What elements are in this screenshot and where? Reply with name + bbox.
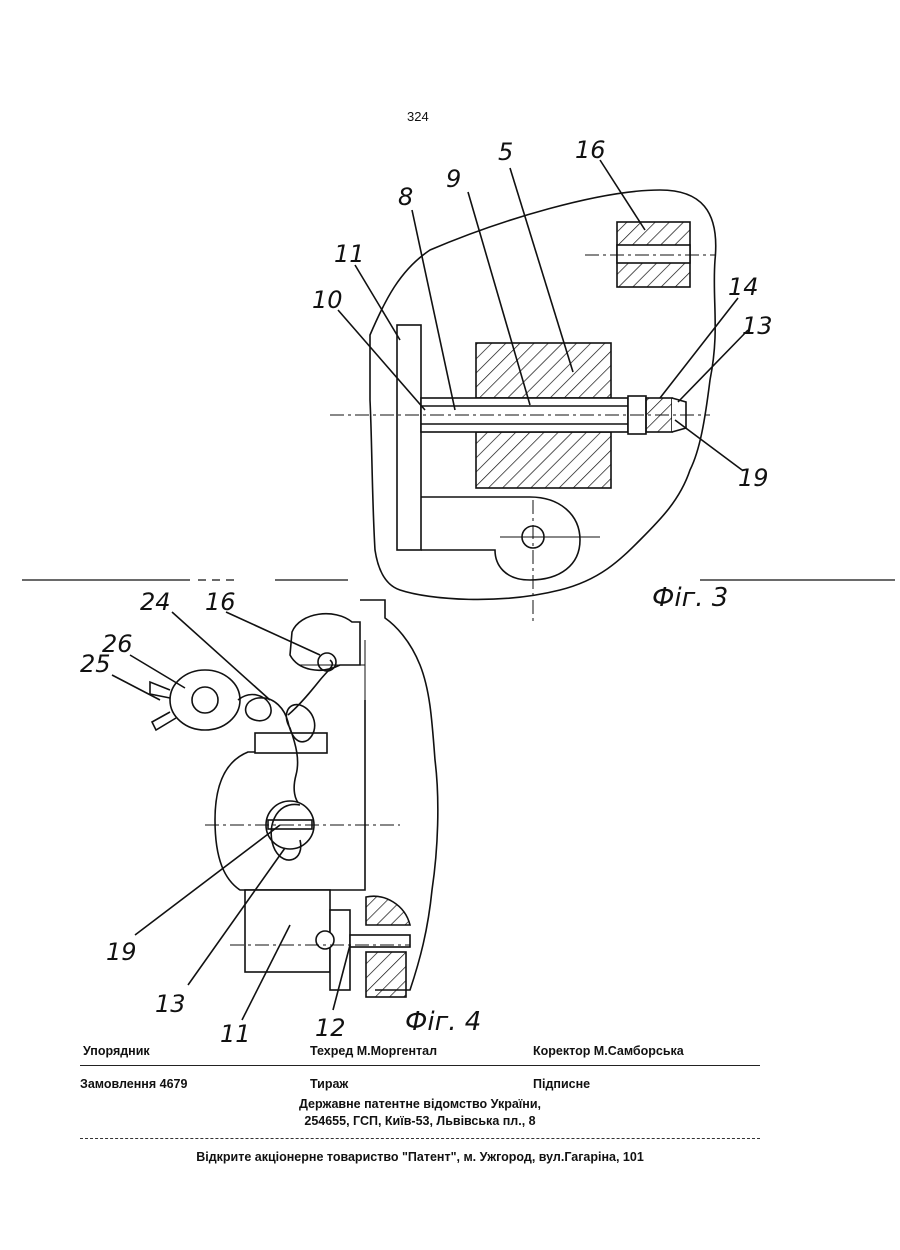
label-11: 11	[220, 1020, 251, 1048]
corrector: Коректор М.Самборська	[533, 1044, 684, 1058]
fig4-eye-26	[170, 670, 240, 730]
label-8: 8	[398, 183, 413, 211]
label-13: 13	[742, 312, 773, 340]
page-number: 324	[407, 109, 429, 124]
label-14: 14	[728, 273, 759, 301]
techred: Техред М.Моргентал	[310, 1044, 437, 1058]
label-11: 11	[334, 240, 365, 268]
patent-office: Державне патентне відомство України,	[80, 1097, 760, 1111]
label-19: 19	[106, 938, 137, 966]
compiler: Упорядник	[83, 1044, 150, 1058]
figure-3	[330, 160, 748, 625]
fig3-block-5-lower	[476, 432, 611, 488]
order-number: Замовлення 4679	[80, 1077, 187, 1091]
fig4-top-tab	[255, 733, 327, 753]
figure-4	[112, 600, 438, 1020]
label-10: 10	[312, 286, 343, 314]
label-5: 5	[498, 138, 513, 166]
fig3-block-5-upper	[476, 343, 611, 398]
label-12: 12	[315, 1014, 346, 1042]
fig4-hatched-section	[366, 896, 410, 925]
rule-2	[80, 1138, 760, 1139]
label-9: 9	[446, 165, 461, 193]
patent-office-address: 254655, ГСП, Київ-53, Львівська пл., 8	[80, 1114, 760, 1128]
label-13: 13	[155, 990, 186, 1018]
label-19: 19	[738, 464, 769, 492]
signed: Підписне	[533, 1077, 590, 1091]
technical-drawing: 324	[0, 0, 900, 1050]
rule-1	[80, 1065, 760, 1066]
label-25: 25	[80, 650, 111, 678]
fig4-caption: Фіг. 4	[405, 1007, 481, 1037]
label-16: 16	[575, 136, 606, 164]
circulation: Тираж	[310, 1077, 348, 1091]
fig3-bracket	[421, 497, 580, 580]
fig3-caption: Фіг. 3	[652, 583, 728, 613]
label-24: 24	[140, 588, 171, 616]
printer: Відкрите акціонерне товариство "Патент",…	[80, 1150, 760, 1164]
label-16: 16	[205, 588, 236, 616]
fig4-part-16	[290, 614, 360, 670]
fig4-housing-outline	[360, 600, 438, 990]
fig4-pin-12	[330, 910, 350, 990]
fig3-plate-11	[397, 325, 421, 550]
